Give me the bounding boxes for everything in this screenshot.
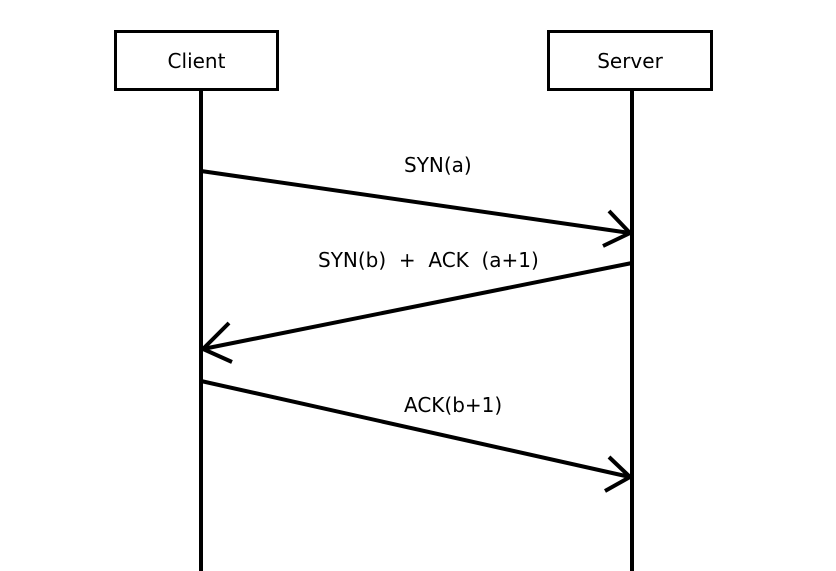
message-2-label: SYN(b) + ACK (a+1) xyxy=(318,248,539,272)
message-3-label: ACK(b+1) xyxy=(404,393,503,417)
client-actor-box: Client xyxy=(114,30,279,91)
message-1-label: SYN(a) xyxy=(404,153,472,177)
message-1-arrow xyxy=(200,169,634,248)
server-actor-label: Server xyxy=(597,48,663,73)
server-actor-box: Server xyxy=(547,30,713,91)
message-3-arrow xyxy=(200,379,634,493)
message-2-arrow xyxy=(199,261,633,364)
client-actor-label: Client xyxy=(167,48,226,73)
